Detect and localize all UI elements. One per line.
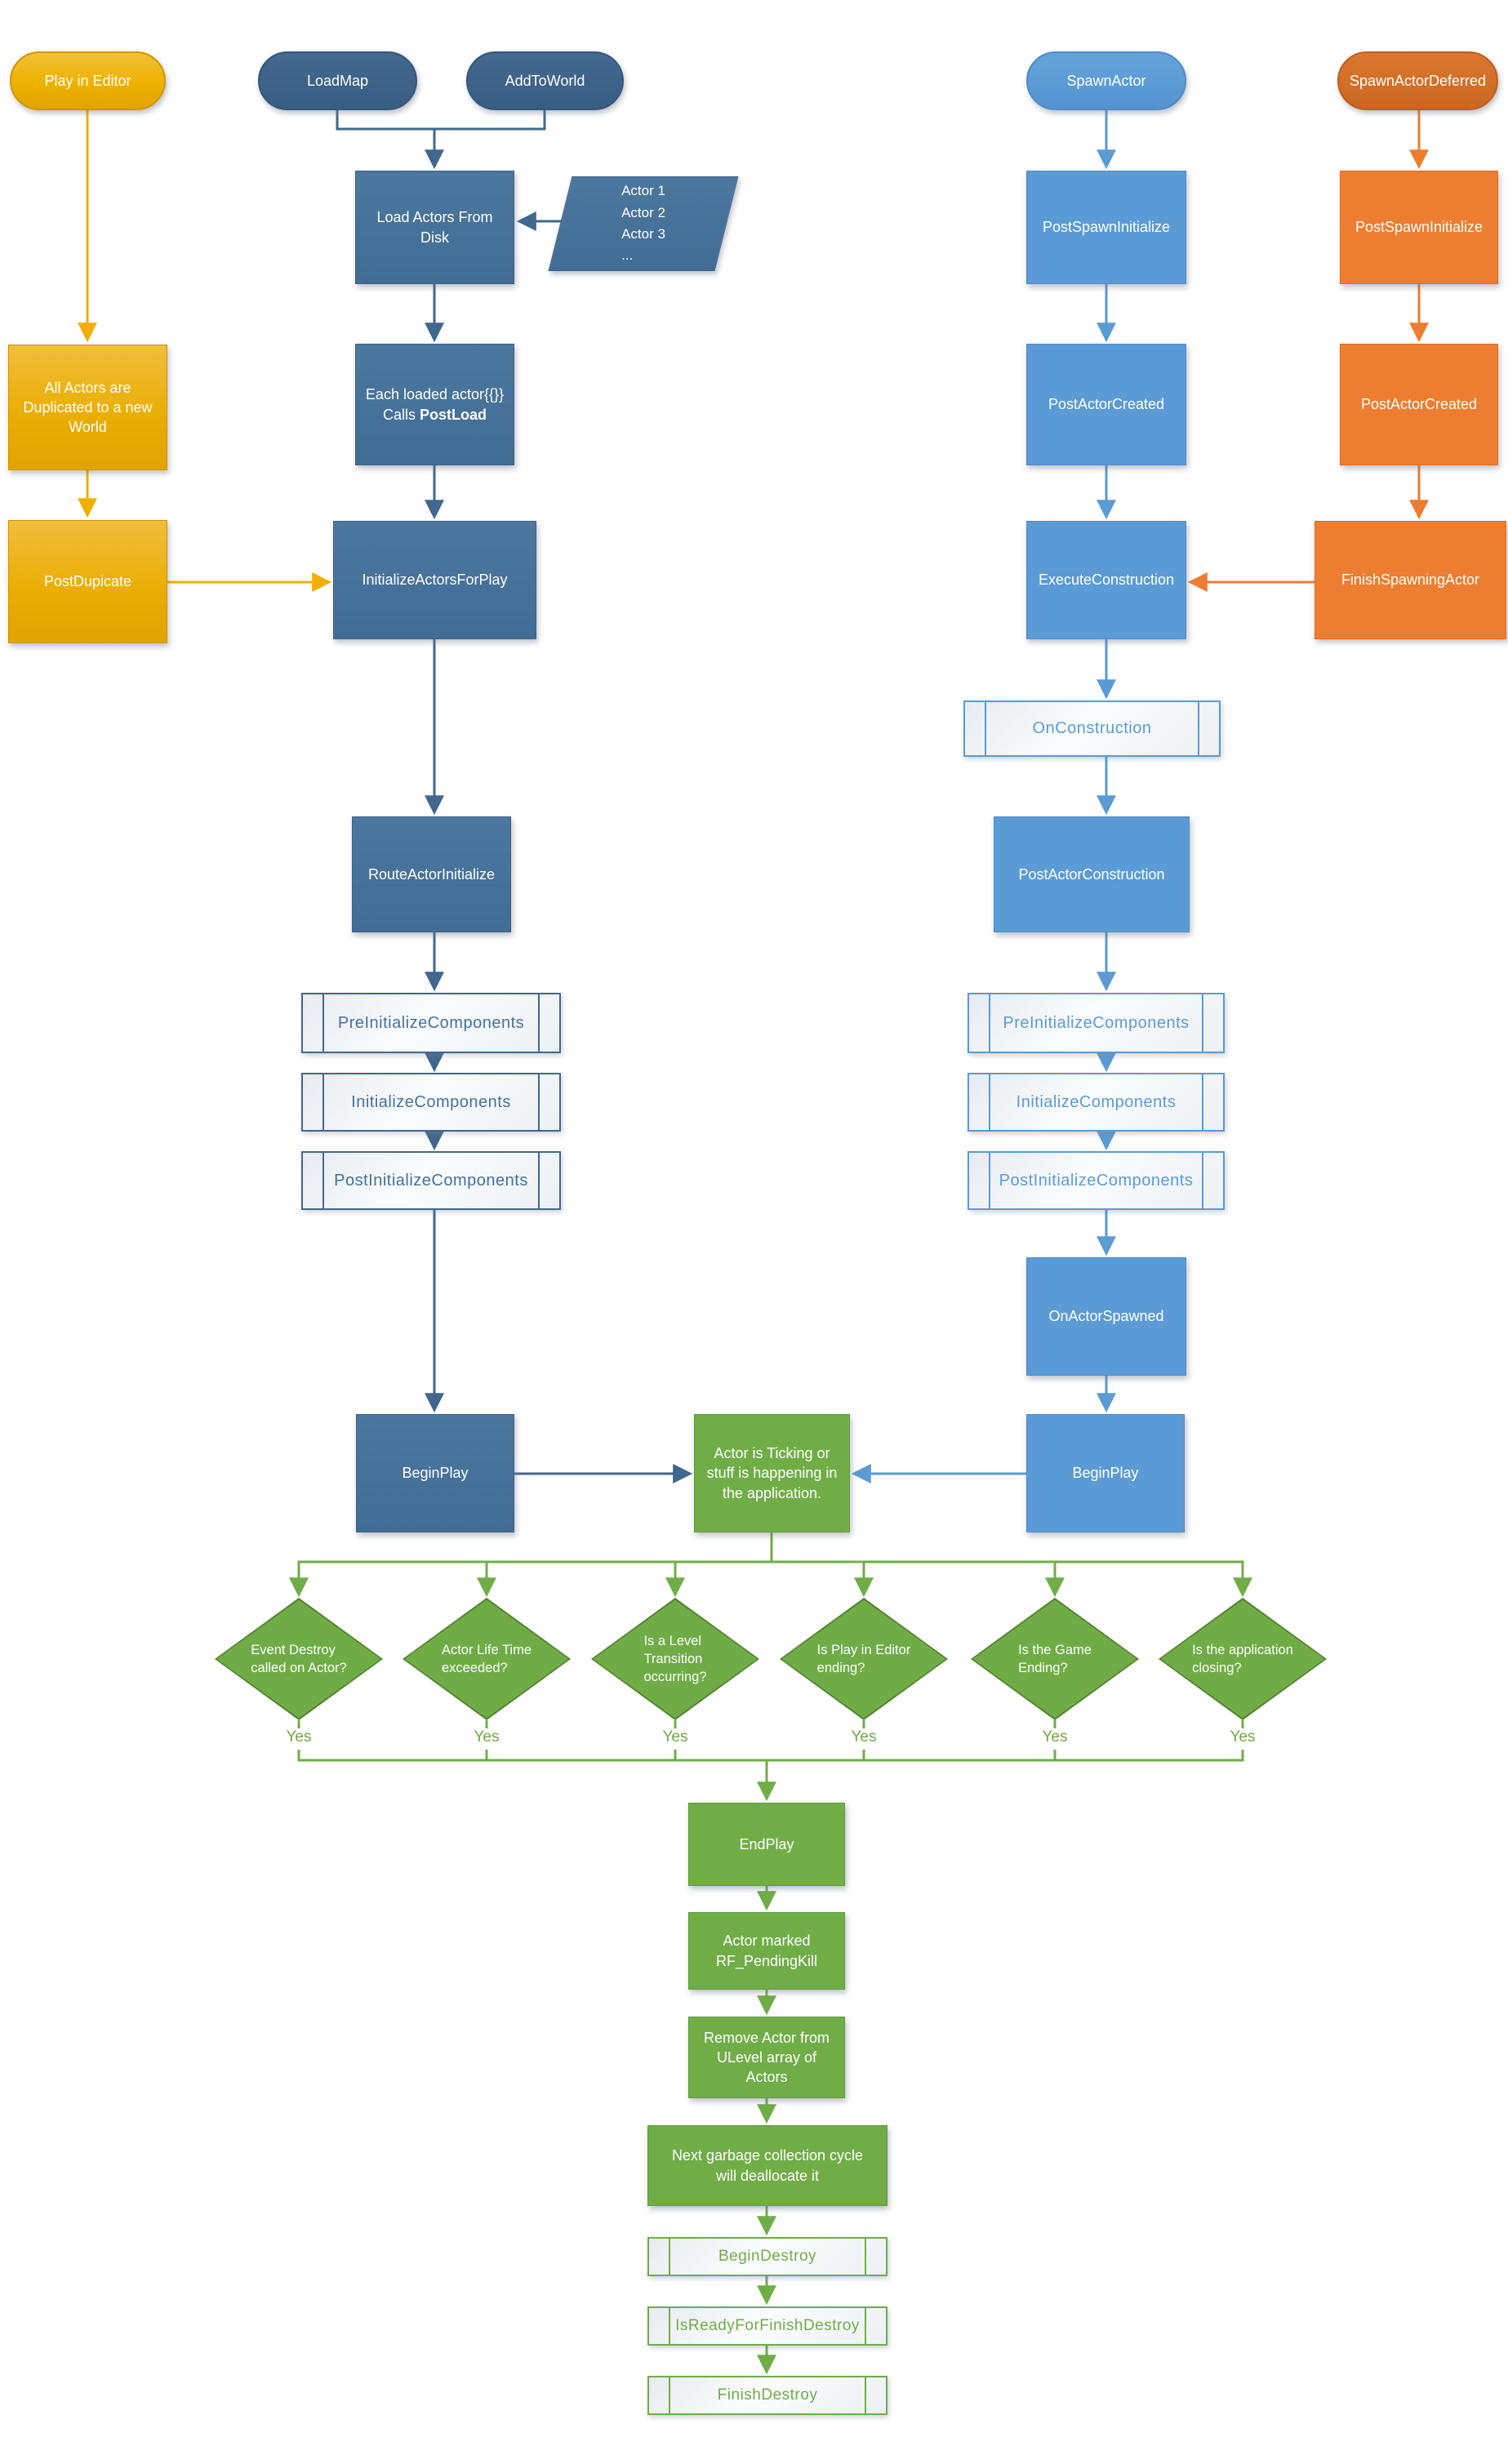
- decision-event-destroy: Event Destroy called on Actor?: [215, 1598, 383, 1720]
- yes-label-2: Yes: [474, 1728, 500, 1746]
- load-actors-from-disk-label: Load Actors From Disk: [376, 209, 493, 246]
- postinitializecomponents-label-left: PostInitializeComponents: [334, 1171, 528, 1190]
- spawnactor-label: SpawnActor: [1066, 72, 1146, 89]
- load-actors-from-disk-box: Load Actors From Disk: [355, 171, 514, 284]
- preinitializecomponents-subprocess-left: PreInitializeComponents: [301, 993, 561, 1053]
- yes-label-6: Yes: [1230, 1728, 1256, 1746]
- finishspawningactor-box: FinishSpawningActor: [1314, 521, 1506, 639]
- remove-actor-ulevel-box: Remove Actor from ULevel array of Actors: [688, 2017, 845, 2098]
- postactorconstruction-box: PostActorConstruction: [994, 816, 1190, 932]
- postspawninitialize-label-left: PostSpawnInitialize: [1042, 219, 1171, 236]
- next-garbage-collection-label: Next garbage collection cycle will deall…: [671, 2147, 864, 2184]
- decision-app-closing: Is the application closing?: [1159, 1598, 1327, 1720]
- decision-app-closing-label: Is the application closing?: [1192, 1642, 1293, 1675]
- spawnactor-terminator: SpawnActor: [1026, 51, 1186, 110]
- finishdestroy-label: FinishDestroy: [717, 2386, 818, 2404]
- all-actors-duplicated-box: All Actors are Duplicated to a new World: [8, 345, 167, 470]
- initializecomponents-label-right: InitializeComponents: [1016, 1092, 1177, 1111]
- actor-marked-pendingkill-box: Actor marked RF_PendingKill: [688, 1912, 845, 1990]
- yes-label-4: Yes: [851, 1728, 877, 1746]
- initializecomponents-label-left: InitializeComponents: [351, 1092, 511, 1111]
- loadmap-terminator: LoadMap: [258, 51, 417, 110]
- onactorspawned-box: OnActorSpawned: [1026, 1257, 1186, 1376]
- addtoworld-label: AddToWorld: [505, 72, 585, 89]
- actor-list-parallelogram: Actor 1 Actor 2 Actor 3 ...: [548, 176, 739, 271]
- decision-game-ending: Is the Game Ending?: [971, 1598, 1139, 1720]
- postinitializecomponents-label-right: PostInitializeComponents: [999, 1171, 1194, 1190]
- actor-ticking-box: Actor is Ticking or stuff is happening i…: [694, 1414, 850, 1532]
- initializecomponents-subprocess-left: InitializeComponents: [301, 1073, 561, 1132]
- actor-marked-pendingkill-label: Actor marked RF_PendingKill: [715, 1933, 818, 1969]
- postspawninitialize-box-spawnactor: PostSpawnInitialize: [1026, 171, 1186, 284]
- decision-pie-ending: Is Play in Editor ending?: [780, 1598, 948, 1720]
- routeactorinitialize-label: RouteActorInitialize: [367, 865, 496, 883]
- each-loaded-actor-label: Each loaded actor{{}}Calls PostLoad: [365, 386, 505, 423]
- decision-level-transition-label: Is a Level Transition occurring?: [643, 1633, 707, 1685]
- postdupicate-box: PostDupicate: [8, 520, 167, 643]
- actor-ticking-label: Actor is Ticking or stuff is happening i…: [706, 1445, 838, 1501]
- onconstruction-label: OnConstruction: [1032, 719, 1152, 737]
- decision-life-time: Actor Life Time exceeded?: [403, 1598, 571, 1720]
- addtoworld-terminator: AddToWorld: [466, 51, 624, 110]
- loadmap-label: LoadMap: [306, 72, 369, 89]
- finishdestroy-subprocess: FinishDestroy: [647, 2376, 887, 2415]
- preinitializecomponents-subprocess-right: PreInitializeComponents: [968, 993, 1225, 1053]
- decision-game-ending-label: Is the Game Ending?: [1018, 1642, 1092, 1675]
- postactorcreated-box-deferred: PostActorCreated: [1340, 344, 1498, 465]
- yes-label-1: Yes: [286, 1728, 312, 1746]
- postactorcreated-label-right: PostActorCreated: [1360, 396, 1478, 413]
- postactorcreated-label-left: PostActorCreated: [1048, 396, 1165, 413]
- postspawninitialize-label-right: PostSpawnInitialize: [1355, 219, 1484, 236]
- initializecomponents-subprocess-right: InitializeComponents: [968, 1073, 1225, 1132]
- preinitializecomponents-label-left: PreInitializeComponents: [337, 1013, 525, 1032]
- postactorcreated-box-spawnactor: PostActorCreated: [1026, 344, 1186, 465]
- isreadyforfinishdestroy-subprocess: IsReadyForFinishDestroy: [647, 2306, 887, 2346]
- yes-label-5: Yes: [1042, 1728, 1068, 1746]
- postinitializecomponents-subprocess-left: PostInitializeComponents: [301, 1151, 561, 1210]
- postinitializecomponents-subprocess-right: PostInitializeComponents: [968, 1151, 1225, 1210]
- initializeactorsforplay-box: InitializeActorsForPlay: [333, 521, 536, 639]
- preinitializecomponents-label-right: PreInitializeComponents: [1003, 1013, 1190, 1032]
- onconstruction-subprocess: OnConstruction: [963, 701, 1221, 757]
- next-garbage-collection-box: Next garbage collection cycle will deall…: [647, 2125, 887, 2206]
- play-in-editor-label: Play in Editor: [44, 72, 131, 89]
- spawnactordeferred-label: SpawnActorDeferred: [1349, 72, 1487, 89]
- endplay-box: EndPlay: [688, 1803, 845, 1886]
- postactorconstruction-label: PostActorConstruction: [1018, 865, 1165, 883]
- endplay-label: EndPlay: [739, 1835, 794, 1852]
- remove-actor-ulevel-label: Remove Actor from ULevel array of Actors: [703, 2029, 830, 2086]
- begindestroy-label: BeginDestroy: [718, 2248, 817, 2266]
- executeconstruction-label: ExecuteConstruction: [1038, 572, 1175, 589]
- routeactorinitialize-box: RouteActorInitialize: [352, 816, 511, 932]
- decision-life-time-label: Actor Life Time exceeded?: [441, 1642, 532, 1675]
- finishspawningactor-label: FinishSpawningActor: [1341, 572, 1480, 589]
- isreadyforfinishdestroy-label: IsReadyForFinishDestroy: [675, 2317, 860, 2335]
- beginplay-box-right: BeginPlay: [1026, 1414, 1185, 1532]
- initializeactorsforplay-label: InitializeActorsForPlay: [362, 572, 508, 589]
- onactorspawned-label: OnActorSpawned: [1048, 1308, 1164, 1325]
- spawnactordeferred-terminator: SpawnActorDeferred: [1337, 51, 1498, 110]
- postspawninitialize-box-deferred: PostSpawnInitialize: [1340, 171, 1498, 284]
- play-in-editor-terminator: Play in Editor: [10, 51, 166, 110]
- yes-label-3: Yes: [662, 1728, 688, 1746]
- decision-pie-ending-label: Is Play in Editor ending?: [816, 1642, 911, 1675]
- each-loaded-actor-box: Each loaded actor{{}}Calls PostLoad: [355, 344, 514, 465]
- decision-event-destroy-label: Event Destroy called on Actor?: [251, 1642, 347, 1675]
- executeconstruction-box: ExecuteConstruction: [1026, 521, 1186, 639]
- postdupicate-label: PostDupicate: [43, 573, 132, 590]
- beginplay-label-left: BeginPlay: [402, 1465, 469, 1482]
- beginplay-label-right: BeginPlay: [1072, 1465, 1139, 1482]
- begindestroy-subprocess: BeginDestroy: [647, 2237, 887, 2276]
- all-actors-duplicated-label: All Actors are Duplicated to a new World: [23, 379, 153, 436]
- beginplay-box-left: BeginPlay: [356, 1414, 514, 1532]
- actor-list-label: Actor 1 Actor 2 Actor 3 ...: [621, 183, 665, 264]
- decision-level-transition: Is a Level Transition occurring?: [591, 1598, 759, 1720]
